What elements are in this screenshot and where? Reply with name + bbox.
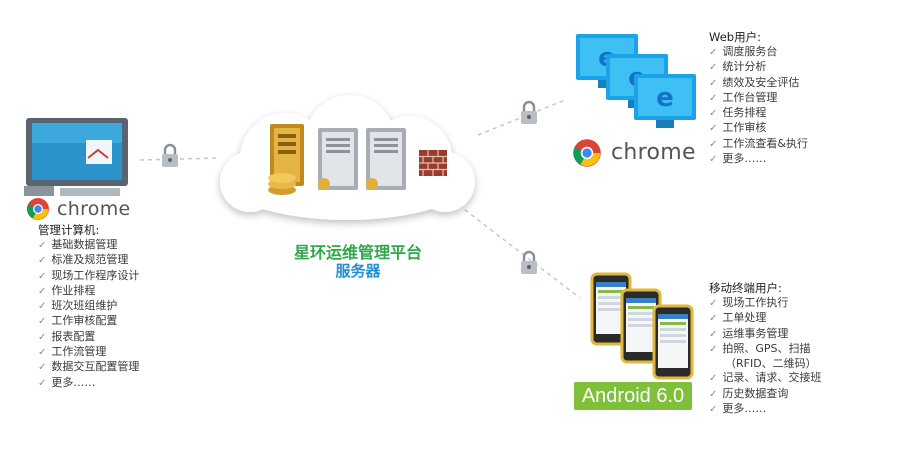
lock-icon [521,250,537,274]
list-item: ✓更多…… [709,402,767,416]
web-feature-list: ✓调度服务台 ✓统计分析 ✓绩效及安全评估 ✓工作台管理 ✓任务排程 ✓工作审核… [709,45,808,167]
chrome-label-left: chrome [57,198,131,220]
chrome-icon [573,139,601,167]
list-item: ✓现场工作执行 [709,296,789,309]
list-item: ✓运维事务管理 [709,326,789,340]
chrome-icon [27,198,49,220]
web-panel-title: Web用户: [709,30,761,44]
left-feature-list: ✓基础数据管理 ✓标准及规范管理 ✓现场工作程序设计 ✓作业排程 ✓班次班组维护… [38,238,139,391]
lock-icon [162,143,178,167]
list-item: ✓记录、请求、交接班 [709,371,822,385]
list-item: ✓调度服务台 [709,45,778,58]
list-item: ✓工单处理 [709,311,767,325]
left-panel-title: 管理计算机: [38,223,100,237]
list-item: ✓统计分析 [709,60,767,74]
svg-text:e: e [656,83,674,113]
list-item: ✓更多…… [38,375,96,389]
server-icon [268,124,406,195]
list-item: ✓工作流管理 [38,345,107,359]
list-item: ✓报表配置 [38,329,96,343]
list-item: ✓工作审核配置 [38,314,118,328]
list-item: （RFID、二维码） [725,357,817,371]
list-item: ✓现场工作程序设计 [38,268,140,282]
list-item: ✓更多…… [709,152,767,166]
list-item: ✓作业排程 [38,283,96,297]
list-item: ✓拍照、GPS、扫描 [709,341,811,355]
mobile-feature-list: ✓现场工作执行 ✓工单处理 ✓运维事务管理 ✓拍照、GPS、扫描 （RFID、二… [709,296,821,417]
list-item: ✓工作审核 [709,121,767,135]
chrome-label-web: chrome [611,140,696,165]
lock-icon [521,100,537,124]
list-item: ✓班次班组维护 [38,299,118,313]
ie-icon: e e e [576,34,696,128]
phone-icon [590,272,694,380]
list-item: ✓标准及规范管理 [38,253,129,267]
mobile-panel-title: 移动终端用户: [709,281,782,295]
list-item: ✓任务排程 [709,106,767,120]
platform-title: 星环运维管理平台 [293,243,422,262]
list-item: ✓基础数据管理 [38,238,118,251]
android-version-badge: Android 6.0 [574,382,692,410]
monitor-icon [24,118,128,196]
list-item: ✓历史数据查询 [709,386,789,400]
list-item: ✓数据交互配置管理 [38,360,140,374]
firewall-icon [419,150,447,176]
list-item: ✓绩效及安全评估 [709,75,800,89]
platform-subtitle: 服务器 [335,262,381,280]
list-item: ✓工作流查看&执行 [709,136,808,150]
list-item: ✓工作台管理 [709,90,778,104]
